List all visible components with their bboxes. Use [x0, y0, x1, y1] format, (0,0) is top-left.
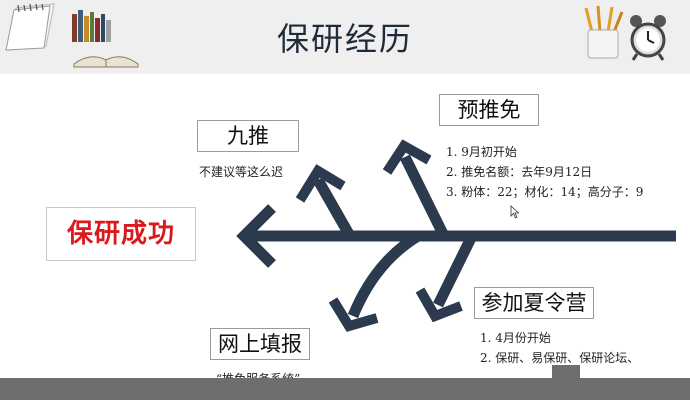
pencil-cup-icon [584, 5, 624, 59]
notebook-icon [5, 3, 55, 51]
list-yutuimian: 1. 9月初开始 2. 推免名额：去年9月12日 3. 粉体：22；材化：14；… [446, 142, 643, 202]
label-yutuimian: 预推免 [439, 94, 539, 126]
bone-wangshang [347, 231, 421, 319]
slide-title: 保研经历 [276, 20, 413, 58]
list-item: 1. 4月份开始 [480, 331, 551, 345]
bone-yutuimian [400, 154, 449, 239]
list-item: 1. 9月初开始 [446, 145, 517, 159]
label-jiutui: 九推 [197, 120, 299, 152]
list-xialingying: 1. 4月份开始 2. 保研、易保研、保研论坛、 [480, 328, 639, 368]
taskbar-tab [552, 365, 580, 379]
bone-xialingying [433, 233, 477, 308]
books-icon [72, 10, 111, 42]
bone-jiutui [313, 177, 355, 239]
mouse-cursor-icon [510, 205, 520, 219]
spine-arrowhead [236, 204, 276, 268]
open-book-icon [73, 56, 139, 68]
label-xialingying: 参加夏令营 [474, 287, 594, 319]
note-jiutui: 不建议等这么迟 [199, 165, 284, 179]
list-item: 3. 粉体：22；材化：14；高分子：9 [446, 185, 644, 199]
success-box: 保研成功 [46, 207, 196, 261]
list-item: 2. 推免名额：去年9月12日 [446, 165, 593, 179]
bottom-taskbar [0, 378, 690, 400]
alarm-clock-icon [630, 15, 666, 61]
list-item: 2. 保研、易保研、保研论坛、 [480, 351, 640, 365]
label-wangshang: 网上填报 [210, 328, 310, 360]
